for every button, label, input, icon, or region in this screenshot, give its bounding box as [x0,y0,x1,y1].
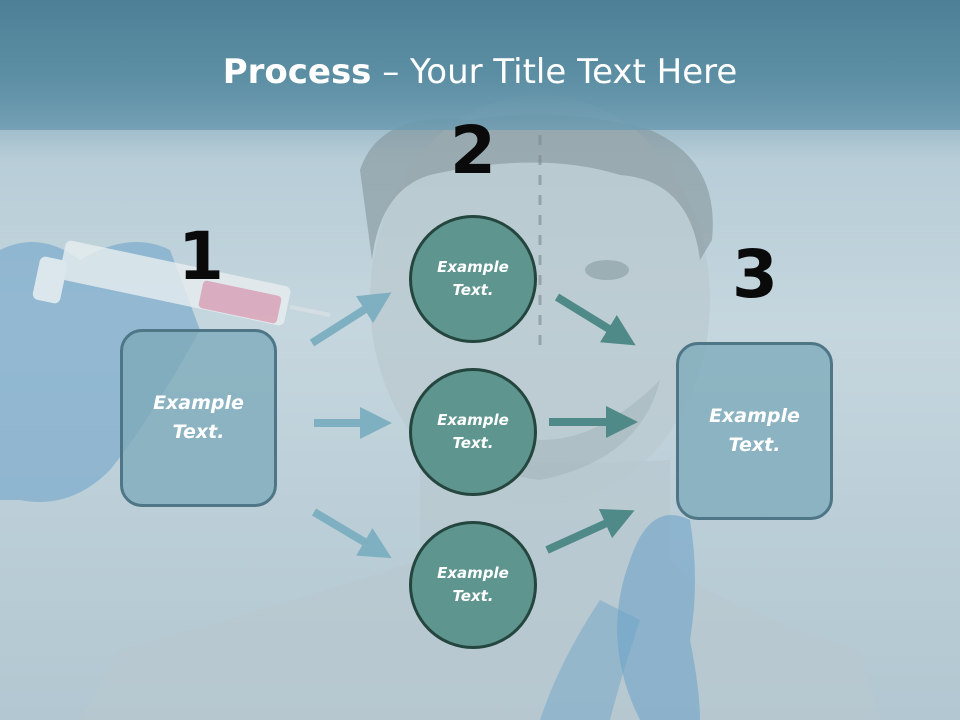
step-2-circle-2-text: Example Text. [437,411,509,452]
step-2-circle-3-text: Example Text. [437,564,509,605]
step-1-number: 1 [178,218,224,295]
arrow-1-to-2c [311,508,392,559]
step-2-circle-3: Example Text. [409,521,537,649]
step-1-box: Example Text. [120,329,277,507]
slide-title: Process – Your Title Text Here [0,52,960,92]
step-2-circle-1-text: Example Text. [437,258,509,299]
arrow-2c-to-3 [545,509,635,554]
arrow-1-to-2a [309,292,392,347]
step-3-text: Example Text. [709,405,800,456]
title-band [0,0,960,130]
step-3-box: Example Text. [676,342,833,520]
step-2-circle-1: Example Text. [409,215,537,343]
step-2-circle-2: Example Text. [409,368,537,496]
title-bold: Process [222,52,372,92]
step-3-number: 3 [732,236,778,313]
arrow-2a-to-3 [554,293,636,346]
title-rest: – Your Title Text Here [371,52,738,92]
step-2-number: 2 [450,112,496,189]
step-1-text: Example Text. [153,392,244,443]
